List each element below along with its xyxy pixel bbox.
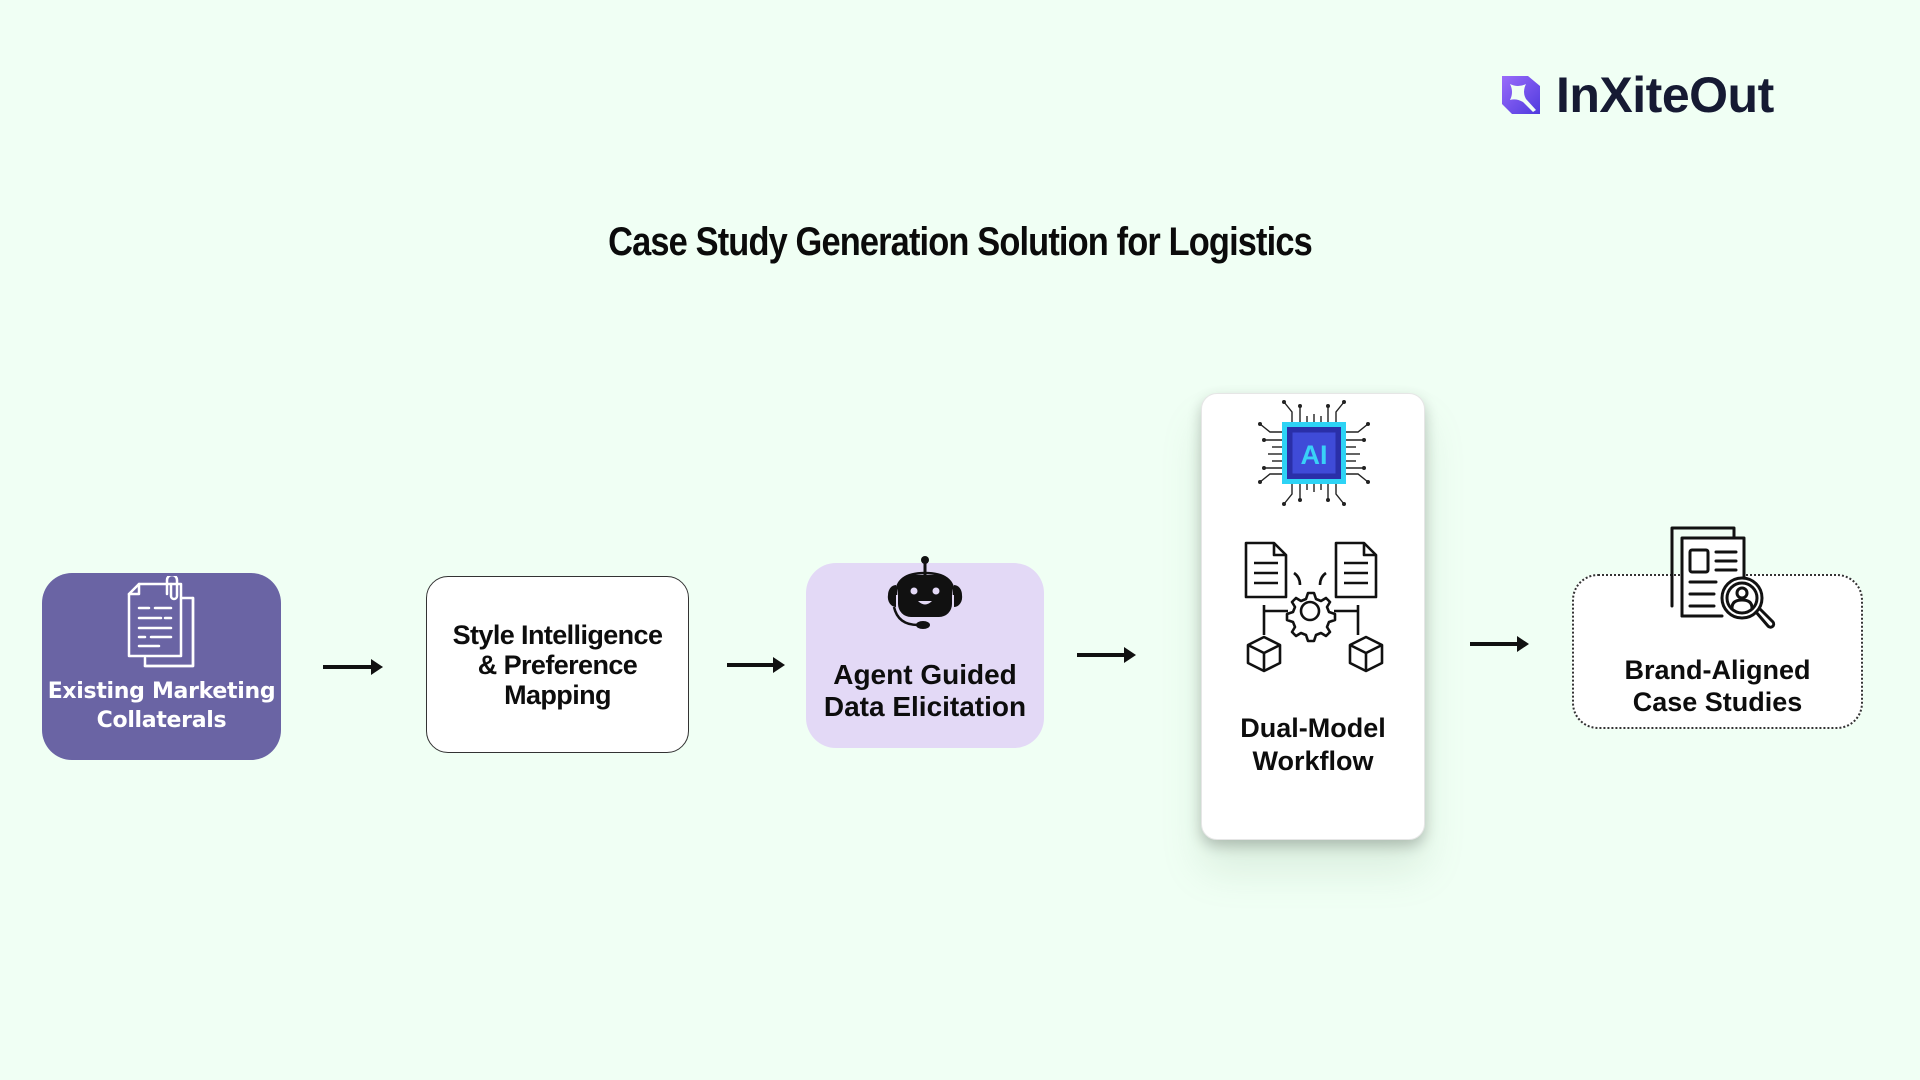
step-label: Dual-Model Workflow [1240,713,1386,776]
step-label: Existing Marketing Collaterals [47,679,276,733]
arrow-right-icon [1470,636,1529,652]
ai-chip-icon: AI [1258,400,1370,506]
inxiteout-logo-mark-icon [1502,76,1540,114]
robot-headset-icon [887,556,963,629]
step-agent-guided-data-elicitation: Agent Guided Data Elicitation [806,556,1044,748]
document-clip-icon [127,576,194,668]
step-existing-marketing-collaterals: Existing Marketing Collaterals [42,573,281,760]
case-study-search-icon [1670,526,1776,629]
arrow-right-icon [727,657,785,673]
step-style-intelligence-preference-mapping: Style Intelligence & Preference Mapping [426,576,689,753]
diagram-title: Case Study Generation Solution for Logis… [608,220,1313,264]
step-label: Style Intelligence & Preference Mapping [452,619,663,710]
brand-logo: InXiteOut [1498,70,1774,120]
arrow-right-icon [323,659,383,675]
workflow-gear-icon [1244,541,1384,673]
step-label: Brand-Aligned Case Studies [1624,655,1811,717]
brand-name: InXiteOut [1556,67,1774,123]
ai-chip-label: AI [1301,440,1328,470]
arrow-right-icon [1077,647,1136,663]
step-label: Agent Guided Data Elicitation [823,659,1027,722]
step-dual-model-workflow: AI Dual-Model Workflow [1201,393,1425,840]
step-brand-aligned-case-studies: Brand-Aligned Case Studies [1572,574,1863,729]
